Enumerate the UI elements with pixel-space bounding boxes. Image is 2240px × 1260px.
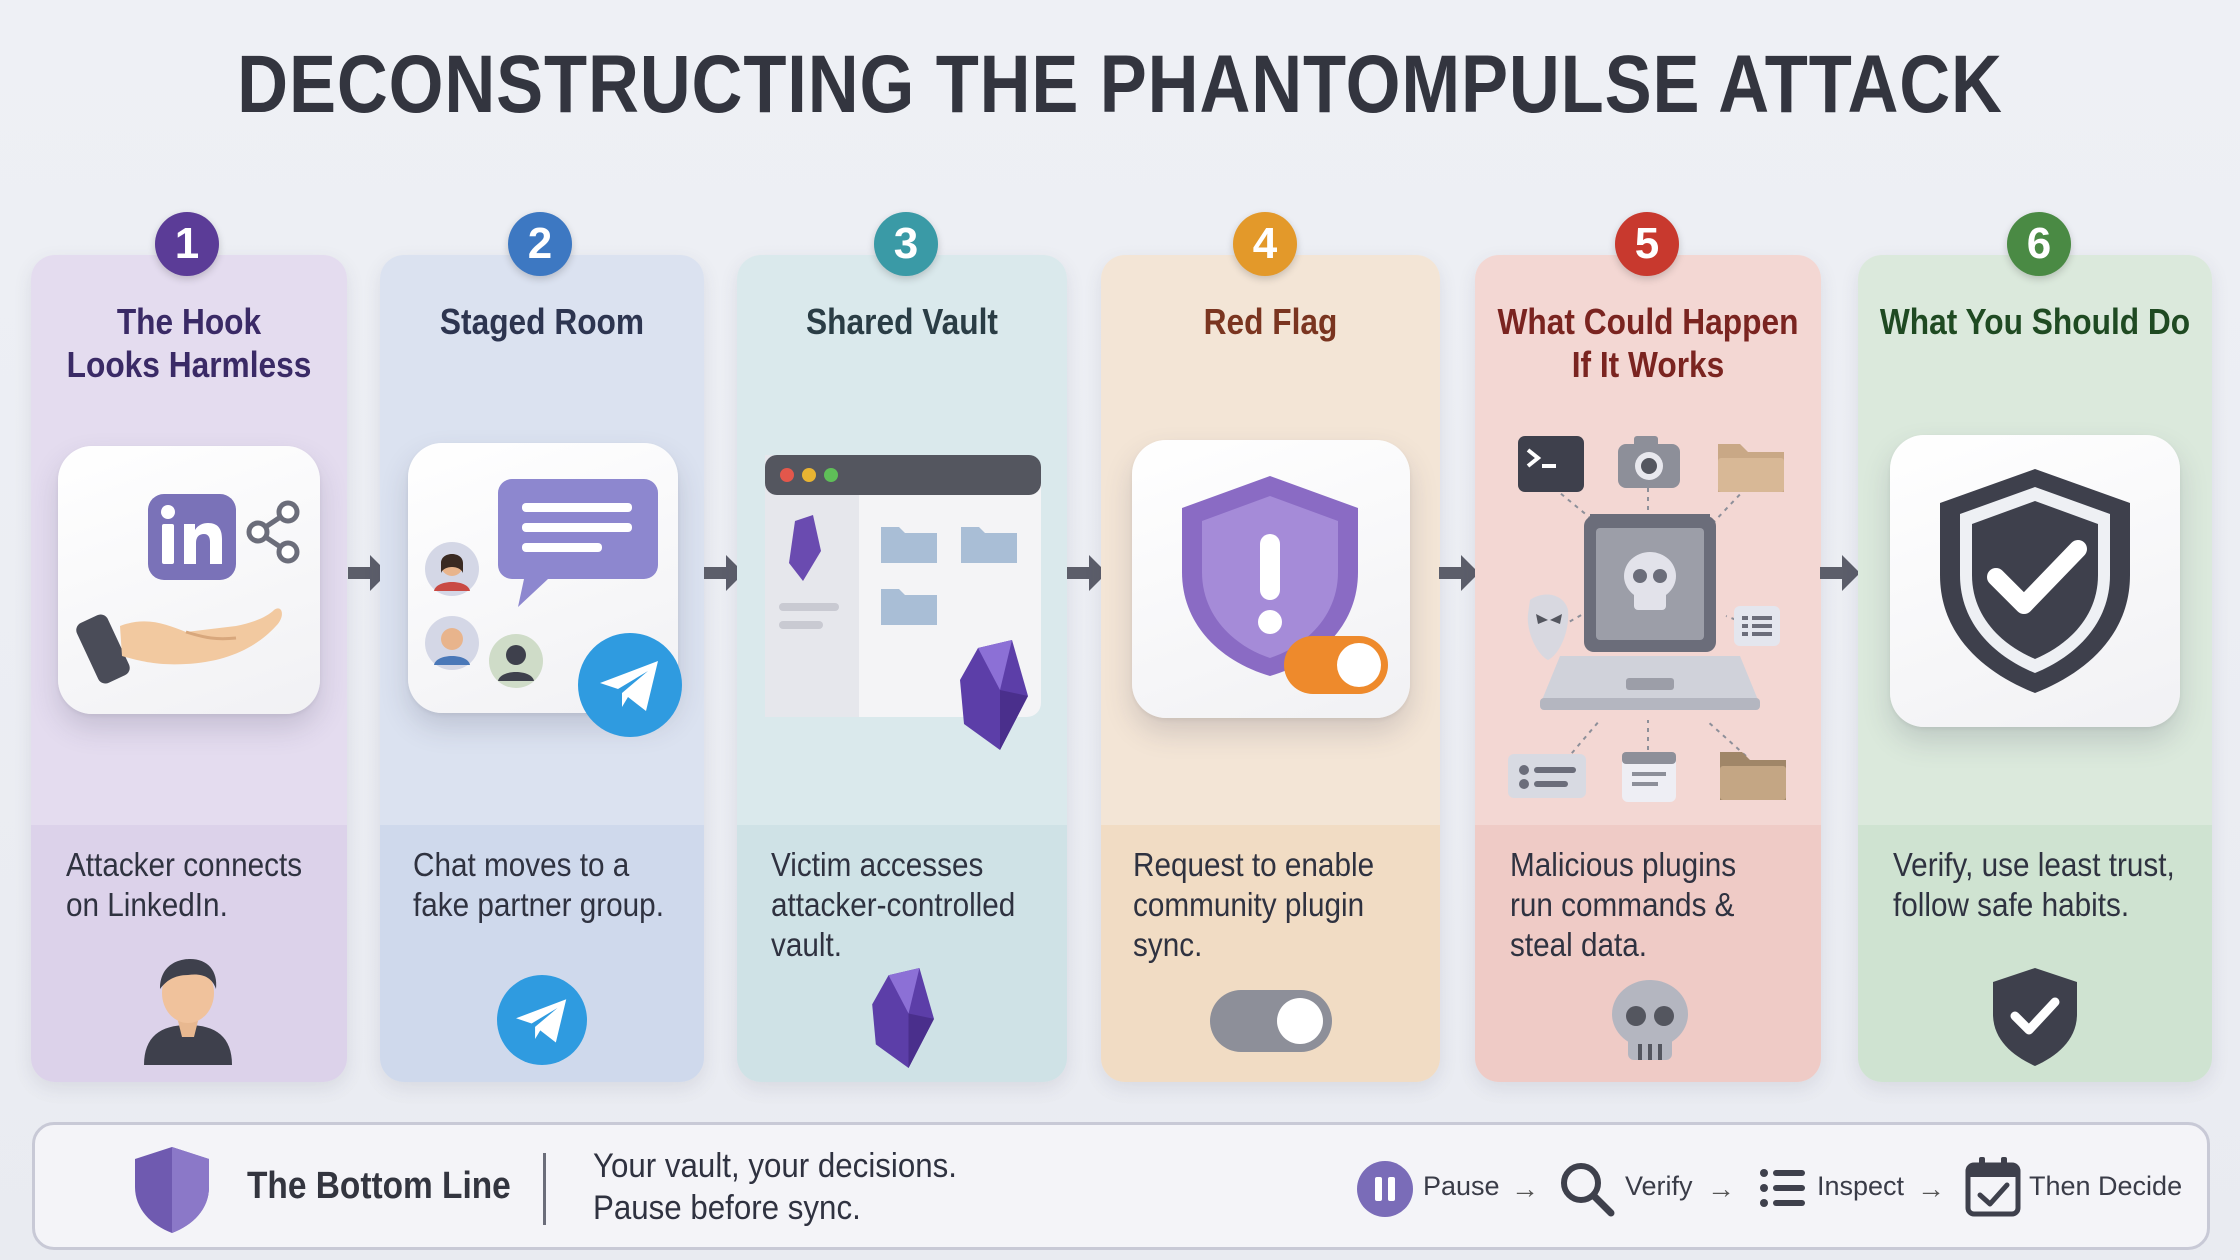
- browser-window-icon: [765, 455, 1041, 717]
- shield-check-icon: [1940, 469, 2130, 693]
- step-title: Red Flag: [1203, 301, 1338, 342]
- step-number-badge: 6: [2007, 212, 2071, 276]
- habit-step-arrow: →: [1511, 1173, 1539, 1204]
- step-title: Staged Room: [439, 301, 645, 342]
- search-icon: [1561, 1163, 1615, 1217]
- red-flag-illustration-card: [1132, 440, 1410, 718]
- chat-bubble-icon: [498, 479, 658, 607]
- bottom-line-message: Your vault, your decisions.Pause before …: [593, 1147, 957, 1227]
- flow-arrow: [348, 555, 388, 591]
- avatar-icon: [425, 542, 479, 596]
- person-icon: [144, 959, 232, 1065]
- habit-step-label: Then Decide: [2029, 1171, 2183, 1201]
- chat-illustration-card: [408, 443, 682, 737]
- shield-alert-icon: [1182, 476, 1358, 676]
- step-title: What You Should Do: [1879, 301, 2191, 342]
- habit-step-arrow: →: [1917, 1173, 1945, 1204]
- habit-step-label: Verify: [1625, 1171, 1693, 1201]
- flow-arrow: [1820, 555, 1860, 591]
- step-title: Shared Vault: [806, 301, 998, 342]
- crystal-icon: [872, 968, 934, 1068]
- telegram-icon: [497, 975, 587, 1065]
- shield-icon: [135, 1147, 209, 1233]
- id-card-icon: [1508, 754, 1586, 798]
- list-icon: [1760, 1169, 1805, 1207]
- hand-icon: [76, 608, 282, 684]
- toggle-switch-icon: [1210, 990, 1332, 1052]
- skull-icon: [1612, 980, 1688, 1060]
- linkedin-icon: [148, 494, 236, 580]
- laptop-icon: [1540, 514, 1760, 710]
- step-number-badge: 5: [1615, 212, 1679, 276]
- shield-check-icon: [1993, 968, 2077, 1066]
- toggle-switch-icon: [1284, 636, 1388, 694]
- step-number-badge: 3: [874, 212, 938, 276]
- pause-icon: [1357, 1161, 1413, 1217]
- step-number-badge: 4: [1233, 212, 1297, 276]
- flow-arrow: [1067, 555, 1107, 591]
- flow-arrow: [704, 555, 744, 591]
- crystal-icon: [960, 640, 1028, 750]
- avatar-icon: [489, 634, 543, 688]
- calendar-icon: [1622, 752, 1676, 802]
- step-number-badge: 1: [155, 212, 219, 276]
- divider: [543, 1153, 546, 1225]
- folder-icon: [1720, 752, 1786, 800]
- bottom-line-title: The Bottom Line: [247, 1165, 511, 1207]
- terminal-icon: [1518, 436, 1584, 492]
- camera-icon: [1618, 436, 1680, 488]
- step-number-badge: 2: [508, 212, 572, 276]
- share-icon: [246, 500, 300, 564]
- page-title: DECONSTRUCTING THE PHANTOMPULSE ATTACK: [237, 39, 2003, 130]
- list-icon: [1734, 606, 1780, 646]
- mask-icon: [1527, 594, 1569, 660]
- calendar-check-icon: [1965, 1157, 2021, 1217]
- step-description: Verify, use least trust,follow safe habi…: [1893, 846, 2175, 923]
- folder-icon: [1718, 444, 1784, 492]
- habit-step-label: Pause: [1423, 1171, 1500, 1201]
- safe-illustration-card: [1890, 435, 2180, 727]
- avatar-icon: [425, 616, 479, 670]
- compromise-illustration: [1508, 436, 1786, 802]
- flow-arrow: [1439, 555, 1479, 591]
- bottom-line-bar: The Bottom Line Your vault, your decisio…: [32, 1122, 2210, 1250]
- telegram-icon: [578, 633, 682, 737]
- skull-icon: [1624, 552, 1676, 610]
- habit-step-label: Inspect: [1817, 1171, 1905, 1201]
- hook-illustration-card: [58, 446, 320, 714]
- habit-step-arrow: →: [1707, 1173, 1735, 1204]
